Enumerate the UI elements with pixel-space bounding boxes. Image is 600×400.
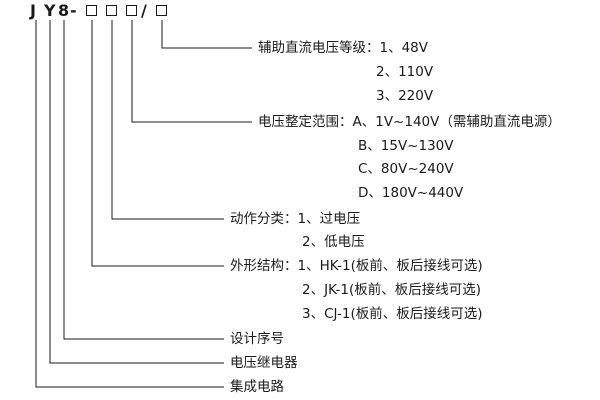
connector-design-serial (63, 20, 224, 340)
connector-aux-dc-voltage (161, 20, 252, 49)
model-char-y: Y (44, 1, 56, 20)
connector-voltage-relay (49, 20, 224, 364)
label-design-serial: 设计序号 (230, 331, 284, 347)
label-voltage-setting-range-item-b: B、15V~130V (358, 138, 454, 154)
label-voltage-relay: 电压继电器 (230, 355, 298, 371)
model-char-slash: / (141, 1, 147, 20)
model-char-j: J (30, 1, 36, 20)
placeholder-box-3 (126, 5, 137, 16)
connector-voltage-setting-range (131, 20, 252, 123)
model-char-dash: - (70, 1, 77, 20)
connector-integrated-circuit (35, 20, 224, 388)
label-integrated-circuit: 集成电路 (230, 379, 284, 395)
connector-shape-structure (91, 20, 224, 267)
label-voltage-setting-range-item-d: D、180V~440V (358, 185, 464, 201)
placeholder-box-2 (106, 5, 117, 16)
label-action-class: 动作分类：1、过电压 (230, 211, 361, 227)
label-shape-structure-item-2: 2、JK-1(板前、板后接线可选) (302, 282, 481, 298)
label-aux-dc-voltage-item-2: 2、110V (376, 64, 434, 80)
label-aux-dc-voltage: 辅助直流电压等级：1、48V (258, 40, 429, 56)
connector-action-class (111, 20, 224, 220)
label-voltage-setting-range-item-c: C、80V~240V (358, 161, 454, 177)
placeholder-box-1 (86, 5, 97, 16)
label-aux-dc-voltage-item-3: 3、220V (376, 88, 434, 104)
placeholder-box-4 (156, 5, 167, 16)
label-shape-structure: 外形结构：1、HK-1(板前、板后接线可选) (230, 258, 483, 274)
label-shape-structure-item-3: 3、CJ-1(板前、板后接线可选) (302, 306, 483, 322)
label-voltage-setting-range: 电压整定范围：A、1V~140V（需辅助直流电源） (258, 114, 561, 130)
model-char-8: 8 (58, 1, 70, 20)
label-action-class-item-2: 2、低电压 (302, 234, 365, 250)
